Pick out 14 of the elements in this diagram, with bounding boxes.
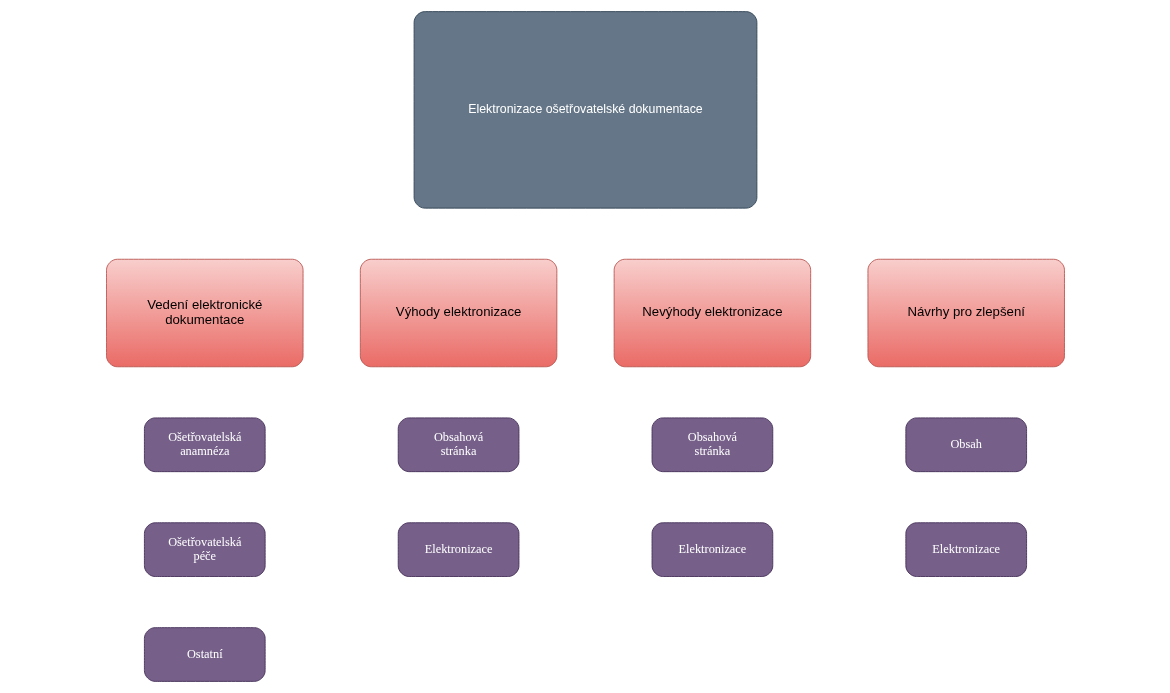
- node-box: Elektronizace: [397, 522, 519, 577]
- node-box: Ošetřovatelská anamnéza: [143, 417, 266, 473]
- node-box: Elektronizace: [904, 522, 1027, 577]
- node-box: Výhody elektronizace: [359, 258, 557, 368]
- node-box: Nevýhody elektronizace: [613, 258, 811, 368]
- node-box: Návrhy pro zlepšení: [867, 258, 1065, 368]
- node-box: Ošetřovatelská péče: [143, 522, 266, 577]
- node-box: Obsahová stránka: [397, 417, 519, 473]
- node-box: Obsahová stránka: [651, 417, 773, 473]
- node-box: Vedení elektronické dokumentace: [105, 258, 303, 368]
- node-box: Ostatní: [143, 627, 266, 682]
- node-box: Obsah: [904, 417, 1027, 473]
- node-box: Elektronizace: [651, 522, 773, 577]
- node-box: Elektronizace ošetřovatelské dokumentace: [413, 11, 757, 209]
